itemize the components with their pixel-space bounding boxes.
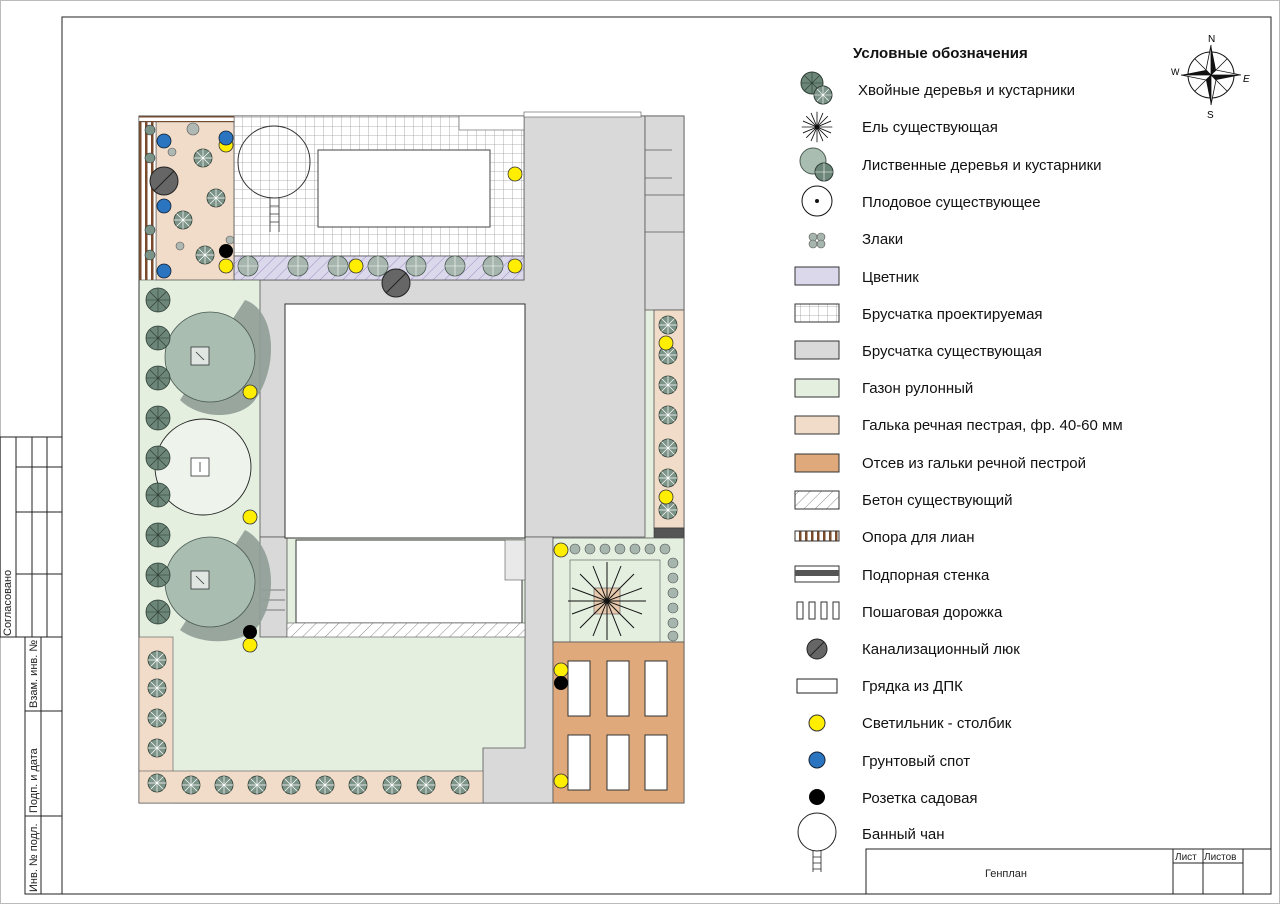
legend-concrete-icon [794, 490, 840, 510]
legend-label-spruce: Ель существующая [862, 119, 998, 136]
legend-paving-new-icon [794, 303, 840, 323]
terrace [295, 539, 523, 624]
legend-pebble-icon [794, 415, 840, 435]
legend-grass-icon [808, 232, 826, 249]
site-plan [138, 111, 685, 804]
pebble-bed-plants [144, 122, 235, 265]
legend-flowerbed-icon [794, 266, 840, 286]
compass-e: E [1243, 74, 1250, 85]
legend-label-flowerbed: Цветник [862, 269, 919, 286]
compass-rose-icon: N S E W [1171, 34, 1250, 121]
legend-retaining-wall-icon [794, 565, 840, 583]
concrete-existing [286, 622, 526, 638]
legend-label-paving-existing: Брусчатка существующая [862, 343, 1042, 360]
legend-bed-icon [796, 678, 838, 694]
spruce-existing [568, 562, 646, 640]
side-stamp-inv-orig: Инв. № подл. [28, 823, 40, 892]
garden-sockets [219, 244, 568, 690]
manhole-icon [149, 166, 411, 298]
legend-label-bed: Грядка из ДПК [862, 678, 963, 695]
title-block-name: Генплан [985, 868, 1027, 880]
side-stamp-sign-date: Подп. и дата [28, 747, 40, 813]
legend-spot-icon [808, 751, 826, 769]
legend-label-deciduous: Лиственные деревья и кустарники [862, 157, 1102, 174]
legend-label-pebble: Галька речная пестрая, фр. 40-60 мм [862, 417, 1123, 434]
retaining-wall [653, 527, 685, 539]
house [284, 303, 526, 539]
legend-label-bath-tub: Банный чан [862, 826, 945, 843]
legend-manhole-icon [806, 638, 828, 660]
legend-vine-support-icon [794, 530, 840, 542]
patio-rect [317, 149, 491, 228]
legend-label-socket: Розетка садовая [862, 790, 978, 807]
compass-w: W [1171, 67, 1180, 77]
ground-spots [156, 130, 234, 279]
legend: Условные обозначения [794, 45, 1123, 872]
legend-bath-tub-icon [797, 812, 837, 872]
legend-paving-existing-icon [794, 340, 840, 360]
side-stamp-inv-repl: Взам. инв. № [28, 640, 40, 708]
legend-fruit-icon [801, 185, 833, 217]
paving-existing-steps [644, 115, 685, 311]
legend-spruce-icon [801, 111, 833, 143]
side-stamp-agreed: Согласовано [2, 570, 14, 636]
legend-label-grass: Злаки [862, 231, 903, 248]
side-stamp: Согласовано Взам. инв. № Подп. и дата Ин… [0, 436, 63, 895]
legend-deciduous-icon [799, 147, 834, 182]
legend-label-manhole: Канализационный люк [862, 641, 1020, 658]
legend-stepping-path-icon [796, 601, 840, 620]
legend-label-stepping-path: Пошаговая дорожка [862, 604, 1003, 621]
legend-lawn-icon [794, 378, 840, 398]
legend-light-icon [808, 714, 826, 732]
legend-conifer-icon [800, 71, 833, 105]
grass-row [569, 543, 679, 642]
legend-screening-icon [794, 453, 840, 473]
legend-label-conifer: Хвойные деревья и кустарники [858, 82, 1075, 99]
legend-label-lawn: Газон рулонный [862, 380, 973, 397]
legend-label-retaining-wall: Подпорная стенка [862, 567, 990, 584]
legend-label-fruit: Плодовое существующее [862, 194, 1041, 211]
title-block-sheet: Лист [1175, 852, 1197, 863]
legend-label-vine-support: Опора для лиан [862, 529, 975, 546]
title-block: Генплан Лист Листов [865, 848, 1272, 895]
legend-socket-icon [809, 789, 825, 805]
beds [567, 660, 668, 791]
legend-label-spot: Грунтовый спот [862, 753, 970, 770]
legend-label-screening: Отсев из гальки речной пестрой [862, 455, 1086, 472]
compass-s: S [1207, 110, 1214, 121]
legend-label-light: Светильник - столбик [862, 715, 1012, 732]
legend-title: Условные обозначения [853, 45, 1028, 62]
legend-label-concrete: Бетон существующий [862, 492, 1013, 509]
bath-tub-plan [237, 125, 311, 232]
title-block-sheets: Листов [1204, 852, 1237, 863]
legend-label-paving-new: Брусчатка проектируемая [862, 306, 1043, 323]
compass-n: N [1208, 34, 1215, 45]
